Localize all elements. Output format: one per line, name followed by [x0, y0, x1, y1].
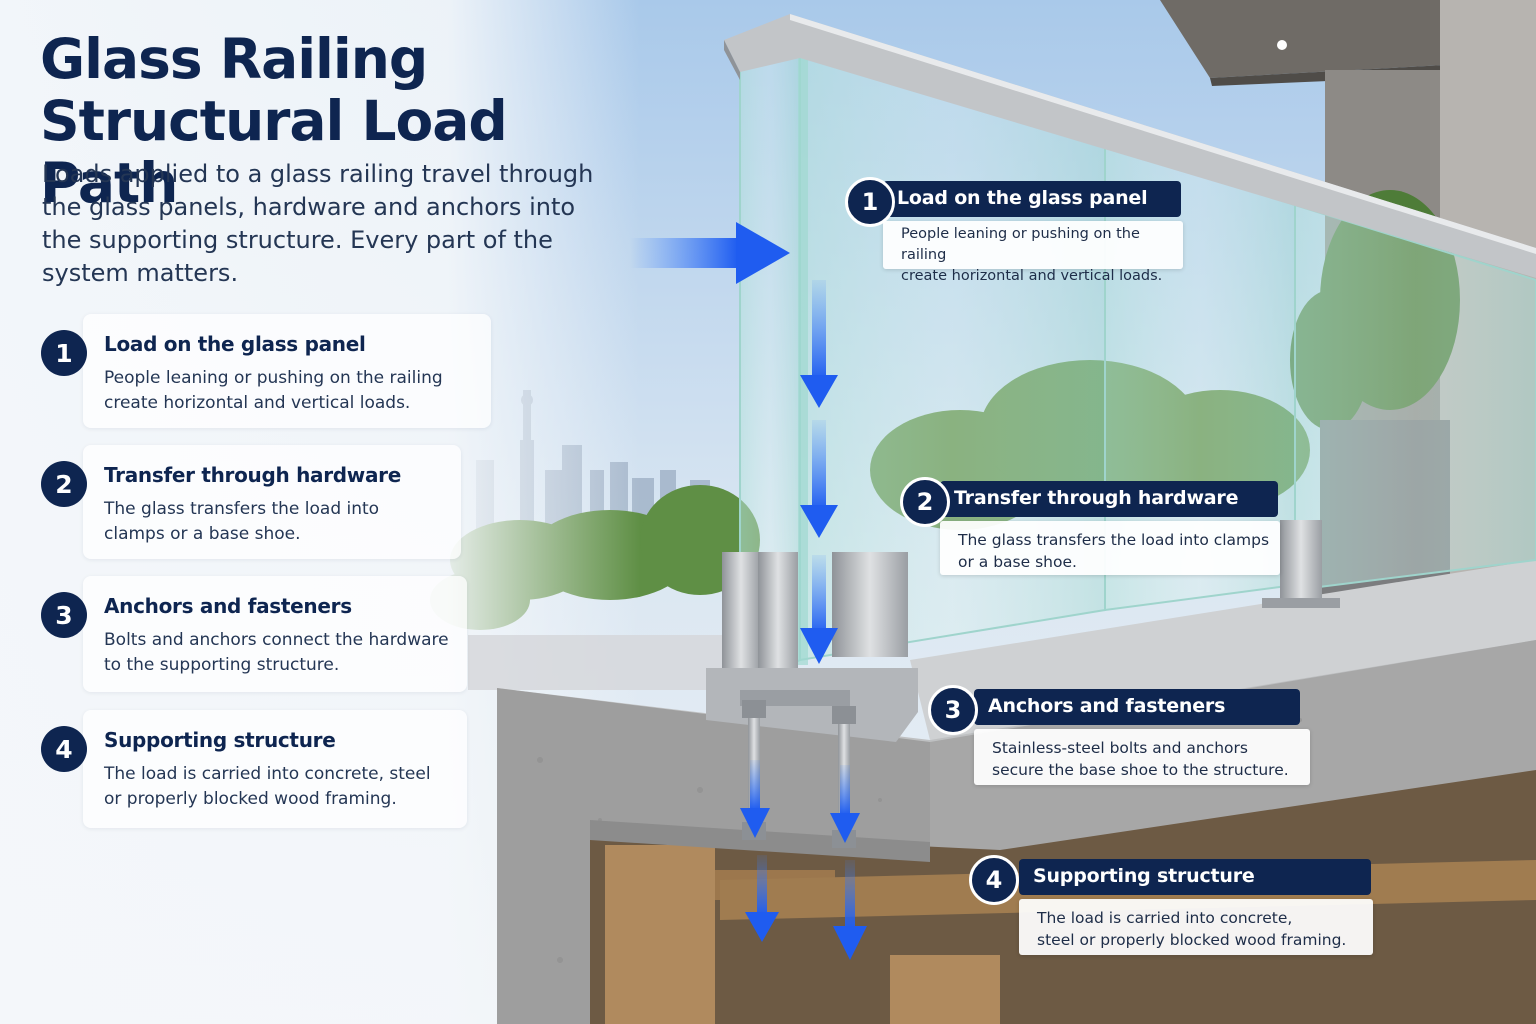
left-panel: Glass Railing Structural Load Path Loads…: [0, 0, 640, 1024]
step-card: [83, 314, 491, 428]
intro-line-4: system matters.: [42, 259, 239, 287]
step-card: [83, 576, 467, 692]
callout-number: 4: [969, 855, 1019, 905]
callout-box: The glass transfers the load into clamps…: [940, 521, 1280, 575]
callout-title-bar: Anchors and fasteners: [974, 689, 1300, 725]
callout-number: 2: [900, 477, 950, 527]
step-description: Bolts and anchors connect the hardware t…: [104, 628, 449, 678]
callout-box: Stainless-steel bolts and anchors secure…: [974, 729, 1310, 785]
step-number: 4: [41, 726, 87, 772]
step-title: Anchors and fasteners: [104, 594, 352, 618]
step-title: Load on the glass panel: [104, 332, 366, 356]
step-title: Supporting structure: [104, 728, 336, 752]
title-line-2: Structural Load Path: [40, 89, 508, 215]
title-line-1: Glass Railing: [40, 27, 428, 91]
callout-title-bar: Supporting structure: [1019, 859, 1371, 895]
step-number: 2: [41, 461, 87, 507]
step-number: 1: [41, 330, 87, 376]
callout-box: People leaning or pushing on the railing…: [883, 221, 1183, 284]
callout-title: Supporting structure: [1033, 865, 1255, 887]
callout-text: The glass transfers the load into clamps…: [958, 531, 1270, 571]
step-card: [83, 710, 467, 828]
callout-title: Anchors and fasteners: [988, 695, 1226, 717]
step-description: The glass transfers the load into clamps…: [104, 497, 379, 547]
step-description: The load is carried into concrete, steel…: [104, 762, 431, 812]
step-number: 3: [41, 592, 87, 638]
callout-box: The load is carried into concrete, steel…: [1019, 899, 1373, 955]
callout-title: Load on the glass panel: [897, 187, 1148, 209]
page-title: Glass Railing Structural Load Path: [40, 28, 660, 214]
callout-number: 1: [845, 177, 895, 227]
step-description: People leaning or pushing on the railing…: [104, 366, 443, 416]
callout-text: The load is carried into concrete, steel…: [1037, 909, 1347, 949]
step-desc-line-1: People leaning or pushing on the railing: [104, 368, 443, 388]
intro-line-3: the supporting structure. Every part of …: [42, 226, 553, 254]
step-desc-line-2: or properly blocked wood framing.: [104, 789, 397, 809]
step-desc-line-1: The glass transfers the load into: [104, 499, 380, 519]
intro-line-2: the glass panels, hardware and anchors i…: [42, 193, 576, 221]
step-desc-line-1: Bolts and anchors connect the hardware: [104, 630, 449, 650]
intro-text: Loads applied to a glass railing travel …: [42, 158, 612, 290]
callout-title-bar: Load on the glass panel: [883, 181, 1181, 217]
step-desc-line-1: The load is carried into concrete, steel: [104, 764, 431, 784]
callout-text: Stainless-steel bolts and anchors secure…: [992, 739, 1289, 779]
step-card: [83, 445, 461, 559]
step-desc-line-2: to the supporting structure.: [104, 655, 340, 675]
step-desc-line-2: clamps or a base shoe.: [104, 524, 301, 544]
intro-line-1: Loads applied to a glass railing travel …: [42, 160, 594, 188]
callout-number: 3: [928, 685, 978, 735]
callout-text: People leaning or pushing on the railing…: [901, 226, 1163, 284]
step-desc-line-2: create horizontal and vertical loads.: [104, 393, 411, 413]
step-title: Transfer through hardware: [104, 463, 402, 487]
callout-title: Transfer through hardware: [954, 487, 1239, 509]
callout-title-bar: Transfer through hardware: [940, 481, 1278, 517]
